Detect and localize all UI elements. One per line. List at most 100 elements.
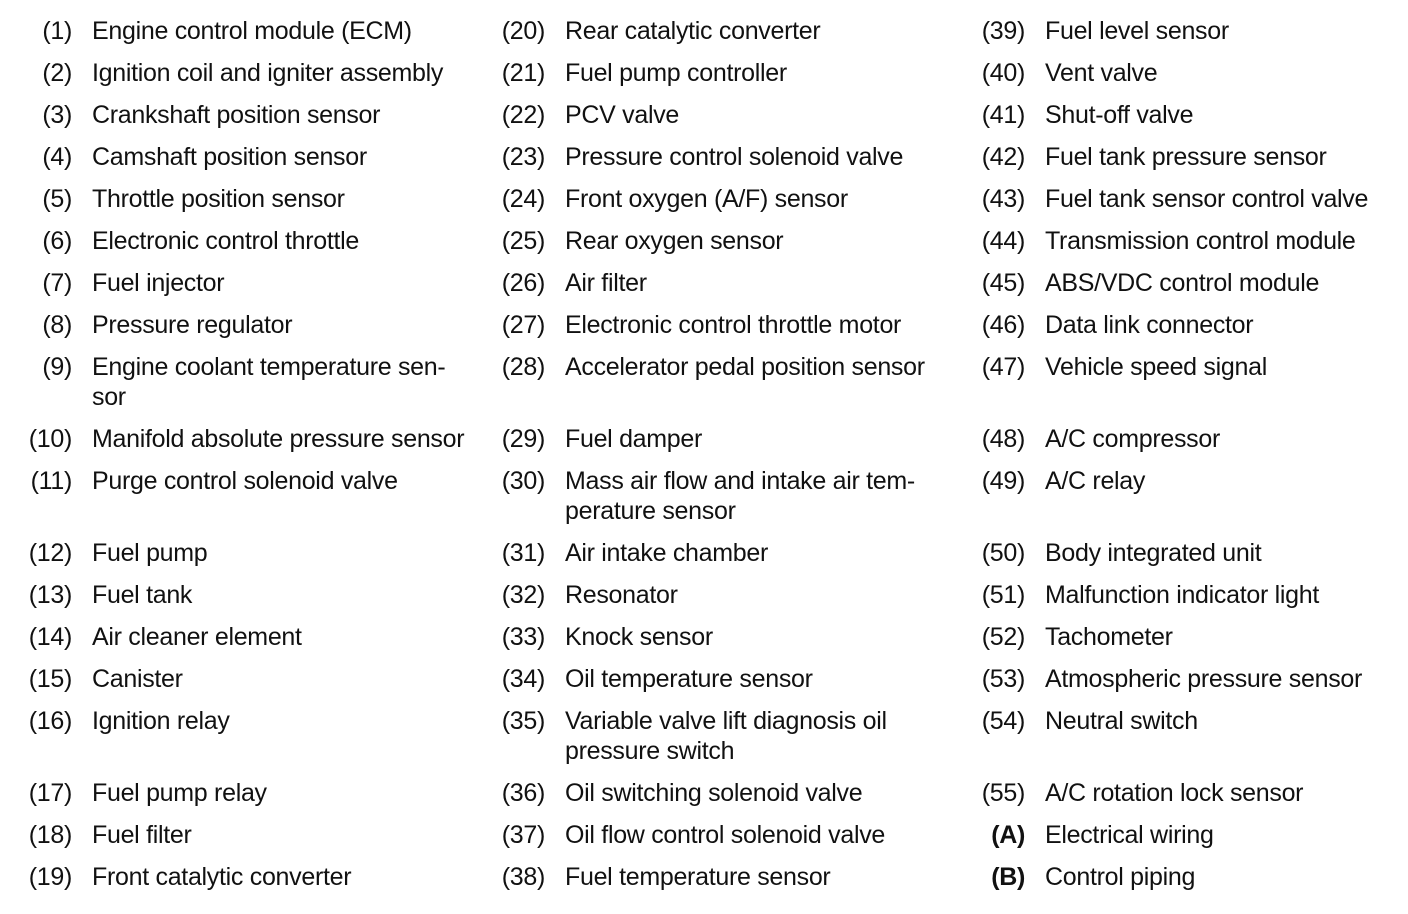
item-label: Camshaft position sensor [92, 143, 367, 171]
item-number: (49) [981, 467, 1026, 495]
item-number: (1) [42, 17, 72, 45]
legend-item: (36) Oil switching solenoid valve [473, 778, 953, 808]
item-number: (17) [28, 779, 73, 807]
item-number: (25) [501, 227, 546, 255]
legend-item: (14)Air cleaner element [0, 622, 473, 652]
item-label: Shut-off valve [1045, 101, 1194, 129]
item-label: Pressure control solenoid valve [565, 143, 904, 171]
item-label: Transmission control module [1045, 227, 1356, 255]
legend-item: (50) Body integrated unit [953, 538, 1408, 568]
legend-item: (51)Malfunction indicator light [953, 580, 1408, 610]
item-label: Air intake chamber [565, 539, 769, 567]
legend-item: (18)Fuel filter [0, 820, 473, 850]
item-number: (38) [501, 863, 546, 891]
item-number: (35) [501, 707, 546, 735]
legend-item: (23)Pressure control solenoid valve [473, 142, 953, 172]
item-number: (39) [981, 17, 1026, 45]
item-number: (8) [42, 311, 72, 339]
item-label: Air cleaner element [92, 623, 302, 651]
legend-row: (11)Purge control solenoid valve(30)Mass… [0, 466, 1408, 538]
legend-item: (3)Crankshaft position sensor [0, 100, 473, 130]
legend-item: (4)Camshaft position sensor [0, 142, 473, 172]
legend-item: (16)Ignition relay [0, 706, 473, 766]
item-label: Front catalytic converter [92, 863, 352, 891]
legend-item: (8) Pressure regulator [0, 310, 473, 340]
legend-item: (19)Front catalytic converter [0, 862, 473, 892]
item-number: (52) [981, 623, 1026, 651]
legend-row: (12)Fuel pump(31)Air intake chamber(50)B… [0, 538, 1408, 580]
legend-item: (6)Electronic control throttle [0, 226, 473, 256]
item-label: Rear oxygen sensor [565, 227, 784, 255]
legend-item: (39)Fuel level sensor [953, 16, 1408, 46]
item-number: (22) [501, 101, 546, 129]
legend-item: (47)Vehicle speed signal [953, 352, 1408, 412]
legend-item: (35)Variable valve lift diagnosis oil pr… [473, 706, 953, 766]
item-label: Tachometer [1045, 623, 1173, 651]
legend-item: (55) A/C rotation lock sensor [953, 778, 1408, 808]
legend-row: (2)Ignition coil and igniter assembly(21… [0, 58, 1408, 100]
legend-item: (21)Fuel pump controller [473, 58, 953, 88]
item-label: Canister [92, 665, 183, 693]
item-number: (A) [991, 821, 1025, 849]
legend-item: (30)Mass air flow and intake air tem- pe… [473, 466, 953, 526]
legend-item: (11)Purge control solenoid valve [0, 466, 473, 526]
legend-row: (14)Air cleaner element(33)Knock sensor(… [0, 622, 1408, 664]
legend-row: (1)Engine control module (ECM)(20)Rear c… [0, 16, 1408, 58]
item-number: (33) [501, 623, 546, 651]
item-label: Vent valve [1045, 59, 1158, 87]
legend-item: (40)Vent valve [953, 58, 1408, 88]
item-label: Knock sensor [565, 623, 713, 651]
legend-row: (6)Electronic control throttle (25) Rear o… [0, 226, 1408, 268]
item-label: Fuel injector [92, 269, 225, 297]
item-label: Oil switching solenoid valve [565, 779, 863, 807]
legend-row: (9)Engine coolant temperature sen- sor(2… [0, 352, 1408, 424]
item-label: Neutral switch [1045, 707, 1198, 735]
item-number: (55) [981, 779, 1026, 807]
item-label: Resonator [565, 581, 678, 609]
legend-item: (43)Fuel tank sensor control valve [953, 184, 1408, 214]
legend-item: (37)Oil flow control solenoid valve [473, 820, 953, 850]
legend-item: (1)Engine control module (ECM) [0, 16, 473, 46]
legend-item: (5)Throttle position sensor [0, 184, 473, 214]
item-label: Mass air flow and intake air tem- peratu… [565, 467, 915, 525]
item-number: (53) [981, 665, 1026, 693]
item-number: (5) [42, 185, 72, 213]
item-label: Fuel pump relay [92, 779, 267, 807]
legend-item: (54)Neutral switch [953, 706, 1408, 766]
item-number: (50) [981, 539, 1026, 567]
item-label: Engine coolant temperature sen- sor [92, 353, 446, 411]
item-label: Electronic control throttle [92, 227, 360, 255]
item-number: (12) [28, 539, 73, 567]
item-label: Air filter [565, 269, 647, 297]
legend-row: (15)Canister(34)Oil temperature sensor(5… [0, 664, 1408, 706]
legend-item: (29)Fuel damper [473, 424, 953, 454]
legend-item: (45)ABS/VDC control module [953, 268, 1408, 298]
item-number: (42) [981, 143, 1026, 171]
item-number: (48) [981, 425, 1026, 453]
legend-item: (32) Resonator [473, 580, 953, 610]
item-label: Electronic control throttle motor [565, 311, 902, 339]
item-number: (15) [28, 665, 73, 693]
legend-row: (18)Fuel filter(37)Oil flow control sole… [0, 820, 1408, 862]
legend-item: (33) Knock sensor [473, 622, 953, 652]
legend-item: (A)Electrical wiring [953, 820, 1408, 850]
item-number: (26) [501, 269, 546, 297]
item-number: (31) [501, 539, 546, 567]
item-label: Pressure regulator [92, 311, 293, 339]
legend-item: (22)PCV valve [473, 100, 953, 130]
item-number: (10) [28, 425, 73, 453]
item-label: Fuel filter [92, 821, 192, 849]
item-label: A/C rotation lock sensor [1045, 779, 1304, 807]
legend-item: (9)Engine coolant temperature sen- sor [0, 352, 473, 412]
legend-row: (4)Camshaft position sensor(23)Pressure … [0, 142, 1408, 184]
item-number: (32) [501, 581, 546, 609]
item-label: Purge control solenoid valve [92, 467, 398, 495]
item-number: (46) [981, 311, 1026, 339]
item-label: Body integrated unit [1045, 539, 1262, 567]
item-label: Ignition relay [92, 707, 230, 735]
item-label: Malfunction indicator light [1045, 581, 1319, 609]
legend-item: (7)Fuel injector [0, 268, 473, 298]
legend-item: (2)Ignition coil and igniter assembly [0, 58, 473, 88]
item-number: (36) [501, 779, 546, 807]
